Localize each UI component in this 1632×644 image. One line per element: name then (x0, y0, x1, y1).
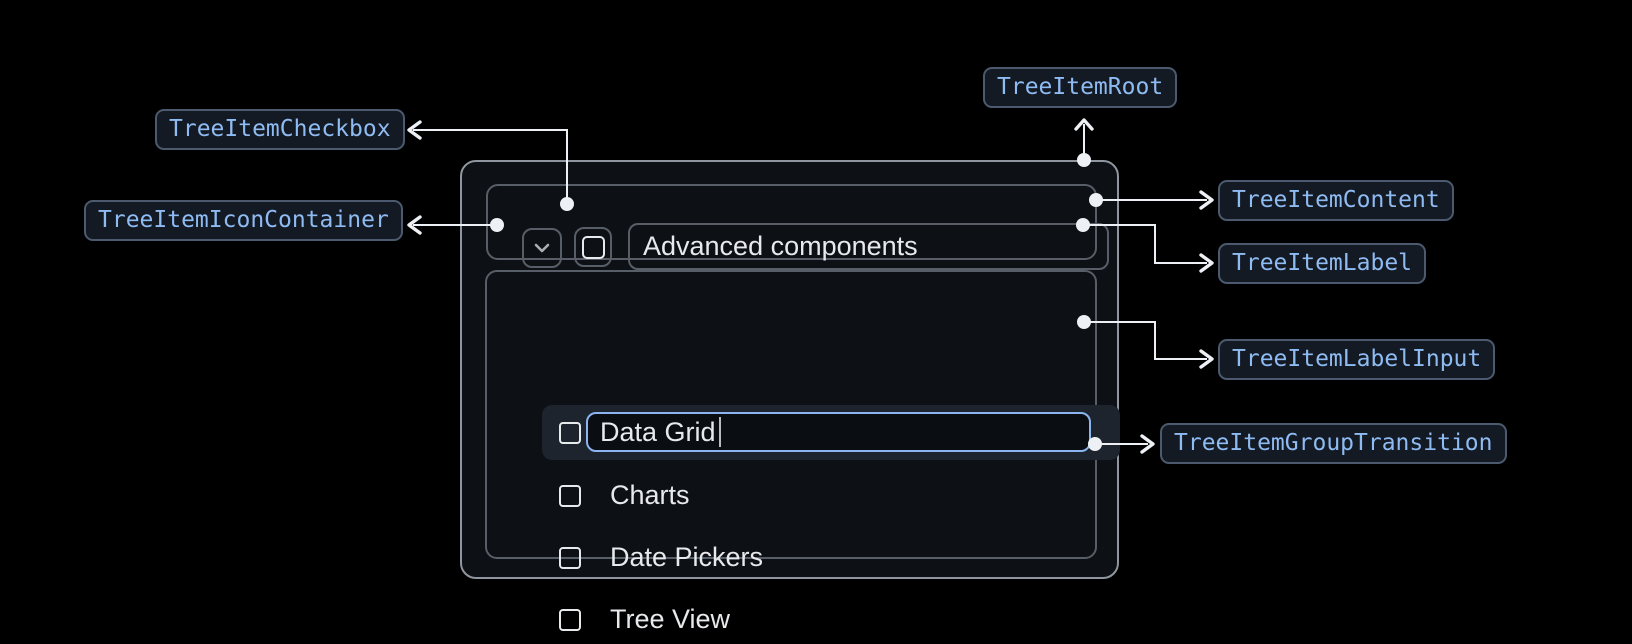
badge-tree-item-label-input: TreeItemLabelInput (1218, 339, 1496, 380)
row-checkbox[interactable] (559, 421, 581, 444)
tree-item-checkbox[interactable] (581, 235, 605, 259)
tree-item-group-transition: Data Grid Charts Date Pickers Tree View (485, 270, 1120, 634)
tree-item-icon-container[interactable] (522, 228, 562, 268)
row-label: Date Pickers (610, 542, 764, 572)
row-checkbox[interactable] (559, 484, 581, 507)
badge-tree-item-group-transition: TreeItemGroupTransition (1160, 423, 1507, 464)
tree-row-data-grid[interactable]: Data Grid (542, 405, 1120, 460)
badge-tree-item-icon-container: TreeItemIconContainer (84, 200, 403, 241)
tree-item-label-text: Advanced components (643, 231, 918, 261)
label-input-value: Data Grid (600, 416, 716, 447)
row-checkbox[interactable] (559, 546, 581, 569)
badge-tree-item-label: TreeItemLabel (1218, 243, 1427, 284)
badge-tree-item-root: TreeItemRoot (983, 67, 1178, 108)
tree-row-date-pickers[interactable]: Date Pickers (542, 530, 1120, 585)
chevron-down-icon (531, 237, 553, 259)
tree-item-checkbox-container (574, 227, 612, 267)
tree-row-charts[interactable]: Charts (542, 468, 1120, 523)
tree-item-root: Advanced components Data Grid Charts Dat… (460, 160, 1120, 634)
row-checkbox[interactable] (559, 608, 581, 631)
text-cursor (718, 417, 722, 447)
badge-tree-item-content: TreeItemContent (1218, 180, 1454, 221)
badge-tree-item-checkbox: TreeItemCheckbox (155, 109, 405, 150)
tree-item-label: Advanced components (628, 223, 1109, 270)
row-label: Tree View (610, 604, 731, 634)
tree-row-tree-view[interactable]: Tree View (542, 592, 1120, 644)
row-label: Charts (610, 480, 690, 510)
tree-item-label-input[interactable]: Data Grid (586, 412, 1091, 452)
tree-item-content[interactable]: Advanced components (486, 184, 1109, 270)
